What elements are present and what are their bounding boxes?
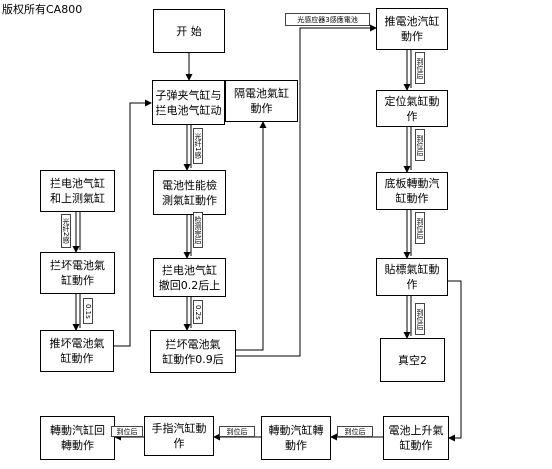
edge-label-delay-2: 0.2s [193, 300, 203, 324]
edge-label-to-rise [448, 280, 462, 442]
edge-label-fiber-1: 光纤1感 [193, 128, 203, 164]
node-push: 推電池汽缸 動作 [376, 8, 448, 50]
node-clamp: 子弹夹气缸与 拦电池气缸动 [152, 80, 225, 125]
edge-label-detect: 检测完后 [193, 212, 203, 248]
node-finger: 手指汽缸動作 [144, 416, 214, 456]
node-stop-bad: 拦坏電池氣 缸動作0.9后 [150, 330, 236, 373]
node-label: 貼標氣缸動 作 [376, 258, 448, 296]
node-vacuum: 真空2 [380, 338, 445, 382]
node-block-measure: 拦电池气缸 和上测氣缸 [40, 170, 115, 212]
node-isolate: 隔電池氣缸 動作 [225, 80, 298, 122]
edge-label-arrive-1: 到位后 [415, 52, 425, 84]
edge-label-arrive-5: 到位后 [337, 426, 373, 437]
edge-label-arrive-4: 到位后 [415, 303, 425, 335]
node-push-bad: 推坏電池氣 缸動作 [40, 330, 114, 372]
edge-push-bad-to-clamp [114, 99, 152, 347]
edge-stop-bad-to-isolate [236, 121, 267, 351]
node-test: 電池性能檢 測氣缸動作 [153, 170, 226, 215]
edge-label-arrive-2: 到位后 [415, 129, 425, 161]
edge-label-sensor: 光感应器3感應電池 [285, 13, 370, 26]
edge-label-arrive-7: 到位后 [111, 426, 143, 437]
node-base: 底板轉動汽 缸動作 [376, 172, 448, 210]
node-stop-bad-left: 拦坏電池氣 缸動作 [40, 252, 115, 294]
edge-label-arrive-3: 到位后 [415, 212, 425, 244]
edge-label-arrive-6: 到位后 [219, 426, 255, 437]
node-start: 开 始 [153, 9, 225, 53]
edge-label-delay-1: 0.1s [83, 298, 93, 324]
node-position: 定位氣缸動 作 [376, 90, 448, 127]
edge-label-fiber-2: 光纤2感 [61, 214, 71, 248]
edge-stop-bad-to-push [236, 24, 377, 357]
copyright-text: 版权所有CA800 [2, 3, 83, 16]
node-retract: 拦电池气缸 撤回0.2后上 [153, 258, 226, 297]
node-rotate: 轉動汽缸轉 動作 [261, 416, 331, 460]
node-rotate-back: 轉動汽缸回 轉動作 [40, 416, 115, 460]
node-rise: 電池上升氣 缸動作 [383, 416, 449, 460]
